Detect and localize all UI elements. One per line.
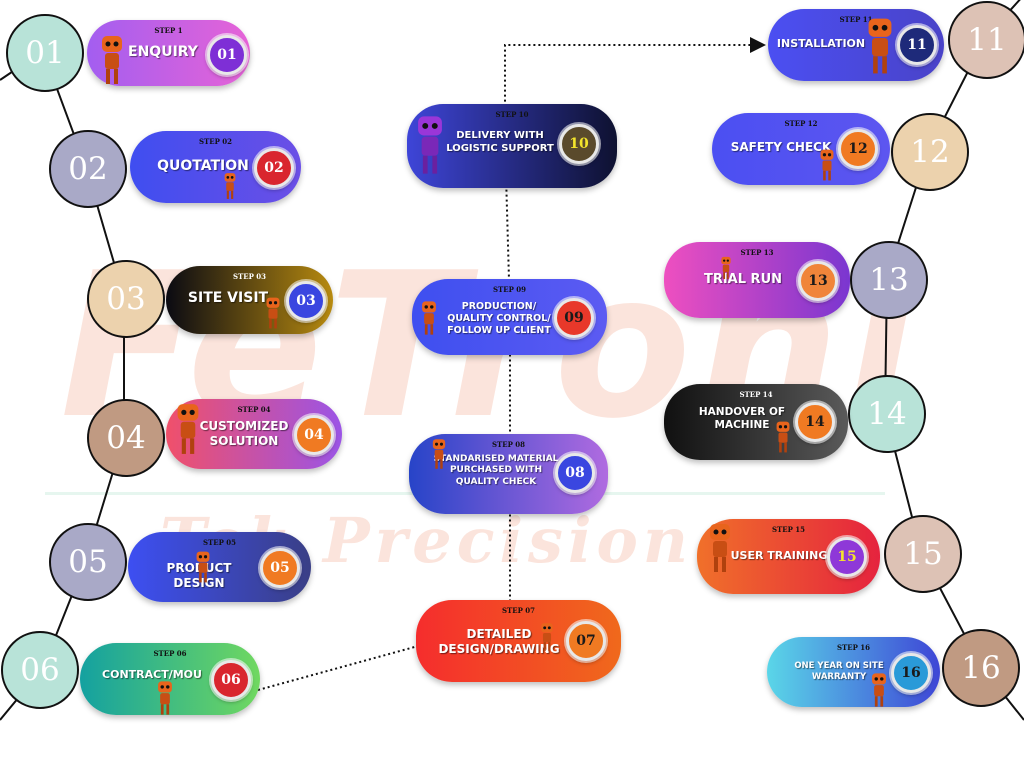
step-badge: 13: [798, 261, 838, 301]
step-badge: 12: [838, 129, 878, 169]
milestone-circle-14: 14: [848, 375, 926, 453]
step-badge: 11: [897, 25, 937, 65]
step-number-label: STEP 06: [153, 649, 187, 658]
step-number-label: STEP 07: [501, 606, 536, 615]
robot-mascot-icon: [721, 256, 731, 280]
step-card-03: STEP 03 SITE VISIT 03: [166, 266, 333, 334]
step-title: STANDARISED MATERIAL PURCHASED WITH QUAL…: [433, 454, 559, 487]
milestone-circle-06: 06: [1, 631, 79, 709]
step-title: ONE YEAR ON SITE WARRANTY: [794, 661, 884, 682]
step-card-12: STEP 12 SAFETY CHECK 12: [712, 113, 890, 185]
step-card-11: STEP 11 INSTALLATION 11: [768, 9, 944, 81]
step-number-label: STEP 04: [237, 405, 271, 414]
robot-mascot-icon: [266, 297, 280, 329]
step-title: INSTALLATION: [776, 37, 866, 50]
step-number-label: STEP 12: [784, 119, 818, 128]
milestone-circle-02: 02: [49, 130, 127, 208]
step-number-label: STEP 09: [492, 285, 527, 294]
milestone-circle-16: 16: [942, 629, 1020, 707]
robot-mascot-icon: [820, 149, 834, 181]
step-badge: 07: [566, 621, 606, 661]
step-title: PRODUCTION/ QUALITY CONTROL/ FOLLOW UP C…: [447, 301, 551, 336]
step-title: CUSTOMIZED SOLUTION: [199, 419, 289, 448]
step-number-label: STEP 13: [740, 248, 774, 257]
step-number-label: STEP 03: [232, 272, 267, 281]
milestone-circle-04: 04: [87, 399, 165, 477]
step-number-label: STEP 02: [198, 137, 233, 146]
step-number-label: STEP 16: [836, 643, 871, 652]
step-badge: 10: [559, 124, 599, 164]
step-card-09: STEP 09 PRODUCTION/ QUALITY CONTROL/ FOL…: [412, 279, 607, 355]
robot-mascot-icon: [196, 551, 210, 583]
step-badge: 01: [207, 35, 247, 75]
step-title: SITE VISIT: [187, 290, 269, 306]
step-badge: 03: [286, 281, 326, 321]
step-number-label: STEP 1: [154, 26, 183, 35]
step-badge: 14: [795, 402, 835, 442]
step-badge: 09: [554, 298, 594, 338]
step-title: HANDOVER OF MACHINE: [698, 406, 786, 432]
step-badge: 15: [827, 537, 867, 577]
step-title: USER TRAINING: [730, 549, 828, 562]
step-card-07: STEP 07 DETAILED DESIGN/DRAWING 07: [416, 600, 621, 682]
robot-mascot-icon: [541, 623, 553, 651]
milestone-circle-03: 03: [87, 260, 165, 338]
step-card-05: STEP 05 PRODUCT DESIGN 05: [128, 532, 311, 602]
step-badge: 04: [294, 415, 334, 455]
robot-mascot-icon: [868, 18, 892, 74]
step-title: DELIVERY WITH LOGISTIC SUPPORT: [446, 130, 554, 154]
step-number-label: STEP 11: [839, 15, 873, 24]
step-card-10: STEP 10 DELIVERY WITH LOGISTIC SUPPORT 1…: [407, 104, 617, 188]
milestone-circle-01: 01: [6, 14, 84, 92]
step-card-13: STEP 13 TRIAL RUN 13: [664, 242, 850, 318]
milestone-circle-05: 05: [49, 523, 127, 601]
robot-mascot-icon: [418, 116, 442, 174]
milestone-circle-11: 11: [948, 1, 1024, 79]
robot-mascot-icon: [422, 301, 436, 335]
step-card-02: STEP 02 QUOTATION 02: [130, 131, 301, 203]
robot-mascot-icon: [102, 36, 122, 84]
robot-mascot-icon: [872, 673, 886, 707]
robot-mascot-icon: [158, 681, 172, 715]
step-badge: 06: [211, 660, 251, 700]
step-title: ENQUIRY: [128, 44, 198, 60]
step-number-label: STEP 05: [202, 538, 237, 547]
step-badge: 16: [891, 653, 931, 693]
step-badge: 05: [260, 548, 300, 588]
step-card-06: STEP 06 CONTRACT/MOU 06: [80, 643, 260, 715]
robot-mascot-icon: [710, 524, 730, 572]
milestone-circle-12: 12: [891, 113, 969, 191]
step-card-16: STEP 16 ONE YEAR ON SITE WARRANTY 16: [767, 637, 940, 707]
step-card-14: STEP 14 HANDOVER OF MACHINE 14: [664, 384, 848, 460]
step-title: SAFETY CHECK: [730, 140, 832, 154]
milestone-circle-15: 15: [884, 515, 962, 593]
step-number-label: STEP 14: [739, 390, 773, 399]
step-title: CONTRACT/MOU: [102, 668, 202, 681]
step-badge: 02: [254, 148, 294, 188]
right-connector: [883, 0, 1024, 721]
robot-mascot-icon: [177, 404, 199, 454]
robot-mascot-icon: [224, 173, 236, 199]
step-title: TRIAL RUN: [703, 272, 783, 287]
step-number-label: STEP 10: [495, 110, 529, 119]
step-number-label: STEP 15: [771, 525, 806, 534]
step-badge: 08: [555, 453, 595, 493]
robot-mascot-icon: [432, 439, 446, 469]
step-title: DETAILED DESIGN/DRAWING: [438, 627, 560, 656]
robot-mascot-icon: [776, 421, 790, 453]
step-title: QUOTATION: [157, 158, 249, 174]
milestone-circle-13: 13: [850, 241, 928, 319]
step-number-label: STEP 08: [491, 440, 526, 449]
step-card-15: STEP 15 USER TRAINING 15: [697, 519, 880, 594]
